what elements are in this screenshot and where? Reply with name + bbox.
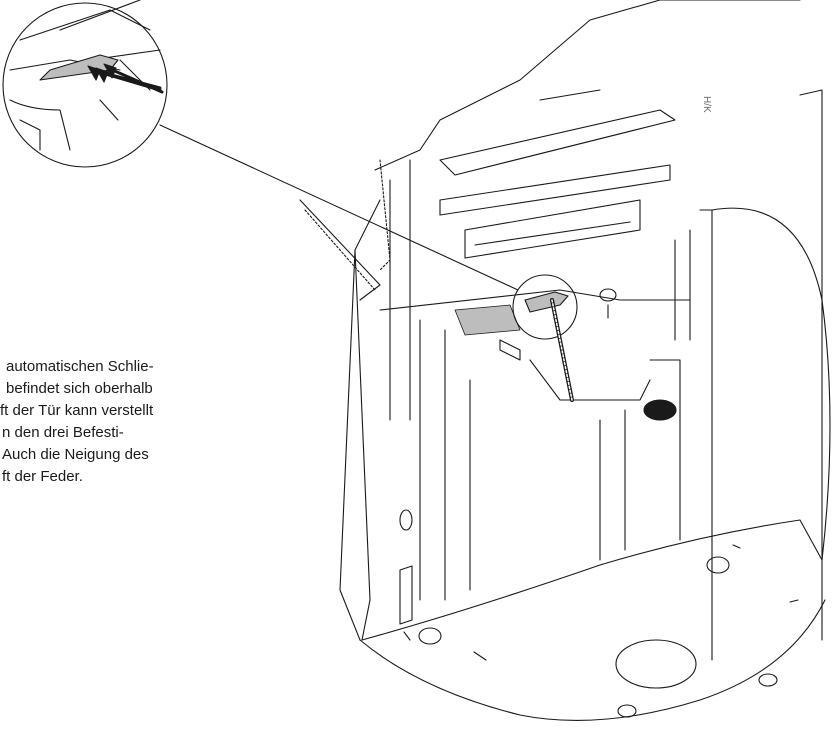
caption-line: n den drei Befesti- [2, 424, 124, 441]
mounting-hole [418, 627, 442, 645]
caption-text: automatischen Schlie- befindet sich ober… [0, 356, 300, 488]
leader-line [159, 124, 519, 291]
mounting-hole [617, 704, 637, 718]
dark-bore [643, 399, 677, 421]
caption-line: automatischen Schlie- [6, 358, 154, 375]
mounting-hole [758, 673, 778, 687]
caption-line: ft der Feder. [2, 468, 83, 485]
caption-line: befindet sich oberhalb [6, 380, 153, 397]
drawer-plates [439, 89, 676, 259]
zoom-inset [2, 0, 168, 168]
caption-line: ft der Tür kann verstellt [0, 402, 154, 419]
frame-interior [299, 159, 691, 625]
caption-line: Auch die Neigung des [2, 446, 149, 463]
page-label: H/K [701, 96, 712, 113]
bottom-plate [361, 519, 823, 718]
spring-detail [512, 274, 578, 402]
mounting-hole [706, 556, 730, 574]
center-opening [615, 639, 697, 689]
housing-body [339, 0, 831, 721]
